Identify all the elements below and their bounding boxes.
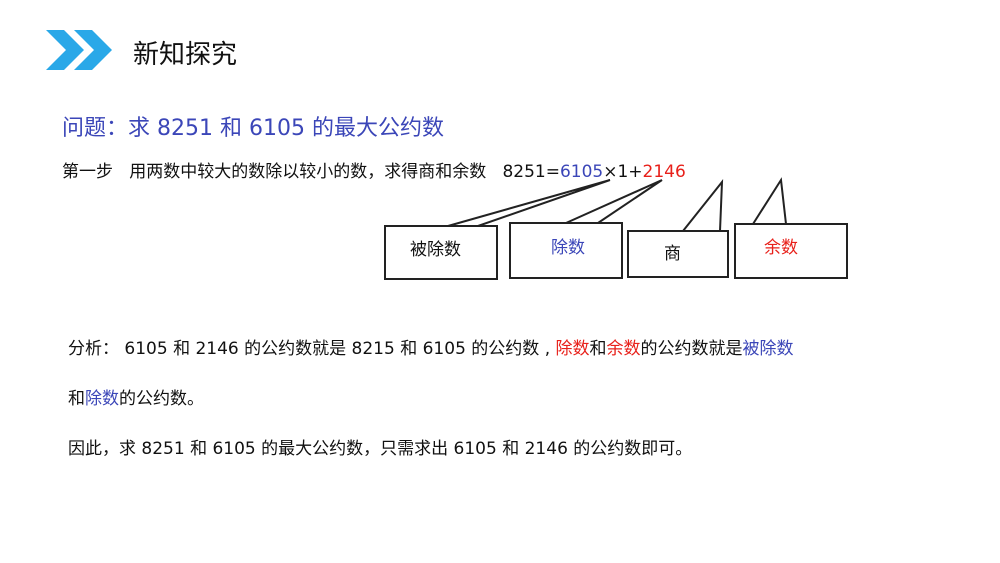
analysis-divisor: 除数 <box>555 339 590 359</box>
analysis-part1: 6105 和 2146 的公约数就是 8215 和 6105 的公约数 , <box>124 339 551 359</box>
double-chevron-right-icon <box>46 30 112 70</box>
callout-quotient-label: 商 <box>664 244 681 264</box>
callout-dividend-label: 被除数 <box>410 240 461 260</box>
step-label: 第一步 <box>62 162 113 182</box>
equation-times: × <box>603 162 618 182</box>
equation-plus: + <box>628 162 643 182</box>
analysis-part2: 的公约数就是 <box>640 339 743 359</box>
callout-divisor-box: 除数 <box>509 222 623 279</box>
analysis-and: 和 <box>589 339 607 359</box>
equation-divisor: 6105 <box>559 162 604 182</box>
callout-remainder-label: 余数 <box>764 238 798 258</box>
analysis-line-2: 和除数的公约数。 <box>68 384 204 409</box>
step-one-line: 第一步 用两数中较大的数除以较小的数，求得商和余数 8251=6105×1+21… <box>62 157 686 182</box>
callout-dividend-box: 被除数 <box>384 225 498 280</box>
analysis-line2-rest: 的公约数。 <box>119 389 204 409</box>
equation-remainder: 2146 <box>642 162 686 182</box>
callout-divisor-label: 除数 <box>551 238 585 258</box>
callout-remainder-box: 余数 <box>734 223 848 279</box>
analysis-line-1: 分析： 6105 和 2146 的公约数就是 8215 和 6105 的公约数 … <box>68 334 794 359</box>
equation-dividend: 8251= <box>502 162 560 182</box>
analysis-line2-and: 和 <box>68 389 85 409</box>
analysis-dividend: 被除数 <box>742 339 794 359</box>
equation-quotient: 1 <box>617 162 629 182</box>
section-title: 新知探究 <box>133 40 238 70</box>
analysis-remainder: 余数 <box>606 339 641 359</box>
conclusion-text: 因此，求 8251 和 6105 的最大公约数，只需求出 6105 和 2146… <box>68 439 693 459</box>
analysis-prefix: 分析： <box>68 339 119 359</box>
analysis-line2-divisor: 除数 <box>85 389 119 409</box>
callout-quotient-box: 商 <box>627 230 729 278</box>
step-description: 用两数中较大的数除以较小的数，求得商和余数 <box>129 162 487 182</box>
question-text: 问题：求 8251 和 6105 的最大公约数 <box>62 116 444 141</box>
